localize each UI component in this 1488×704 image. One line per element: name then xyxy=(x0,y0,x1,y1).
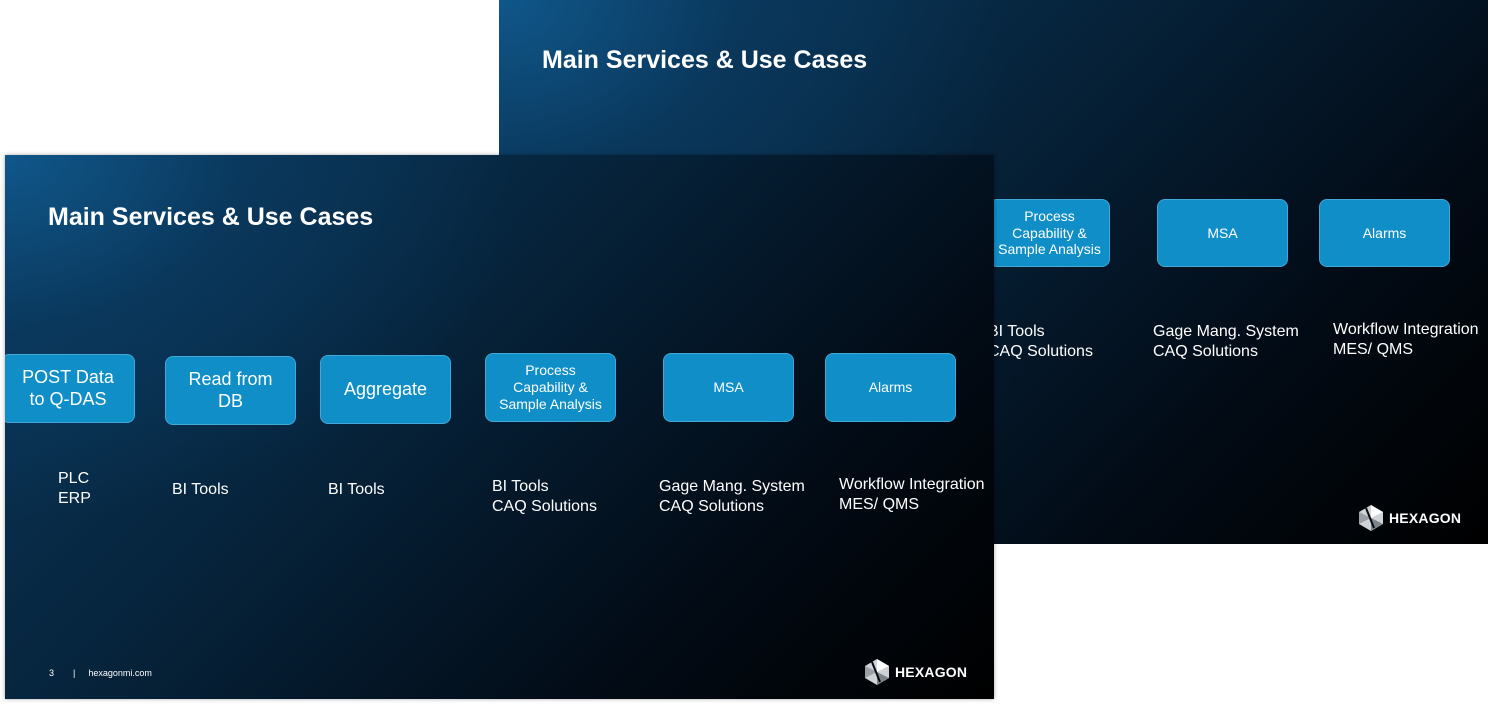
use-case-caption: Workflow Integration MES/ QMS xyxy=(839,476,985,513)
service-box-read-from-db[interactable]: Read from DB xyxy=(165,356,296,425)
service-box-process-capability[interactable]: Process Capability & Sample Analysis xyxy=(989,199,1110,267)
service-box-process-capability[interactable]: Process Capability & Sample Analysis xyxy=(485,353,616,422)
service-box-msa[interactable]: MSA xyxy=(663,353,794,422)
hexagon-logo: HEXAGON xyxy=(1358,504,1461,532)
use-case-caption: BI Tools xyxy=(328,481,385,498)
service-box-alarms[interactable]: Alarms xyxy=(1319,199,1450,267)
use-case-caption: Gage Mang. System CAQ Solutions xyxy=(1153,323,1299,360)
service-box-post-data[interactable]: POST Data to Q-DAS xyxy=(5,354,135,423)
slide-title: Main Services & Use Cases xyxy=(48,203,374,231)
use-case-caption: Workflow Integration MES/ QMS xyxy=(1333,321,1479,358)
service-box-aggregate[interactable]: Aggregate xyxy=(320,355,451,424)
hexagon-logo-icon xyxy=(1359,505,1383,531)
page-number: 3 xyxy=(49,668,55,678)
slide-footer: 3 | hexagonmi.com xyxy=(49,668,152,678)
use-case-caption: BI Tools CAQ Solutions xyxy=(492,478,597,515)
footer-website[interactable]: hexagonmi.com xyxy=(88,668,152,678)
slide-front: Main Services & Use Cases POST Data to Q… xyxy=(5,155,994,699)
hexagon-logo-text: HEXAGON xyxy=(1389,510,1462,526)
use-case-caption: PLC ERP xyxy=(58,470,91,507)
hexagon-logo-text: HEXAGON xyxy=(895,664,968,680)
service-box-msa[interactable]: MSA xyxy=(1157,199,1288,267)
footer-separator: | xyxy=(73,668,76,678)
use-case-caption: BI Tools CAQ Solutions xyxy=(988,323,1093,360)
hexagon-logo: HEXAGON xyxy=(864,658,967,686)
use-case-caption: Gage Mang. System CAQ Solutions xyxy=(659,478,805,515)
use-case-caption: BI Tools xyxy=(172,481,229,498)
hexagon-logo-icon xyxy=(865,659,889,685)
slide-title: Main Services & Use Cases xyxy=(542,46,868,74)
service-box-alarms[interactable]: Alarms xyxy=(825,353,956,422)
